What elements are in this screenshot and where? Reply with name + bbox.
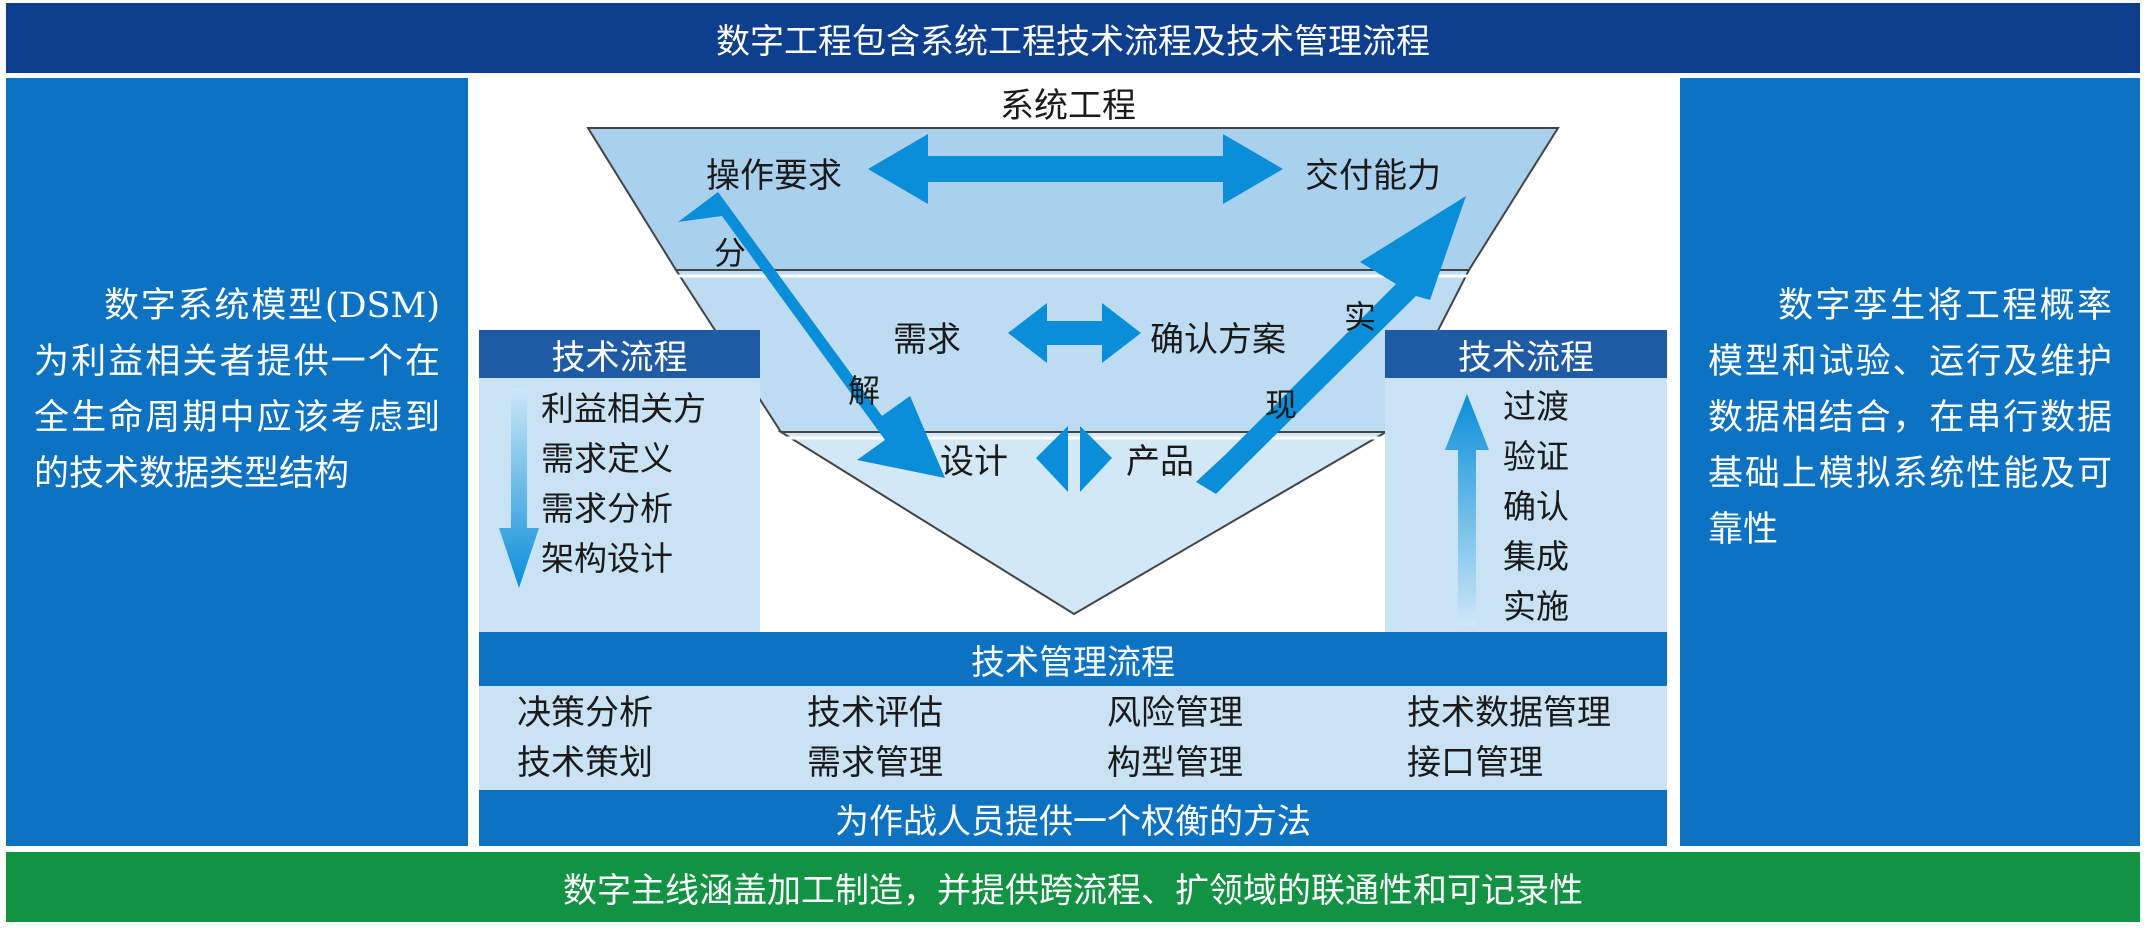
- tech-management-header: 技术管理流程: [479, 632, 1667, 686]
- list-item: 架构设计: [541, 539, 673, 578]
- list-item: 实施: [1503, 587, 1569, 626]
- mgmt-item: 决策分析: [517, 693, 653, 733]
- up-arrow-icon: [1445, 394, 1489, 626]
- operation-requirements-label: 操作要求: [706, 156, 842, 196]
- list-item: 确认: [1503, 487, 1569, 526]
- tech-management-footer: 为作战人员提供一个权衡的方法: [479, 790, 1667, 846]
- right-panel-digital-twin: 数字孪生将工程概率模型和试验、运行及维护数据相结合，在串行数据基础上模拟系统性能…: [1680, 78, 2140, 846]
- mgmt-item: 需求管理: [807, 743, 943, 783]
- realize-char-2: 现: [1265, 386, 1298, 424]
- tech-process-right-title: 技术流程: [1458, 337, 1594, 378]
- tech-management-footer-text: 为作战人员提供一个权衡的方法: [835, 801, 1311, 842]
- list-item: 集成: [1503, 537, 1569, 576]
- double-arrow-level2: [1008, 303, 1141, 363]
- double-arrow-level3-right: [1080, 426, 1112, 492]
- product-label: 产品: [1126, 442, 1194, 482]
- decompose-char-1: 分: [714, 234, 747, 272]
- mgmt-item: 接口管理: [1407, 743, 1543, 783]
- mgmt-item: 技术评估: [807, 693, 943, 733]
- requirements-label: 需求: [893, 320, 961, 360]
- validation-scheme-label: 确认方案: [1150, 320, 1286, 360]
- v-model-title: 系统工程: [1000, 86, 1136, 126]
- mgmt-item: 技术数据管理: [1407, 693, 1611, 733]
- list-item: 过渡: [1503, 387, 1569, 426]
- bottom-banner: 数字主线涵盖加工制造，并提供跨流程、扩领域的联通性和可记录性: [6, 852, 2140, 922]
- decompose-arrow: [678, 192, 945, 478]
- realize-arrow: [1196, 196, 1466, 494]
- v-model-diagram: [586, 127, 1560, 616]
- double-arrow-level3-left: [1036, 426, 1068, 492]
- tech-process-left-panel: 利益相关方 需求定义 需求分析 架构设计: [479, 378, 760, 632]
- mgmt-item: 构型管理: [1107, 743, 1243, 783]
- down-arrow-icon: [499, 388, 539, 588]
- top-banner: 数字工程包含系统工程技术流程及技术管理流程: [6, 3, 2140, 73]
- list-item: 需求分析: [541, 489, 673, 528]
- left-panel-dsm: 数字系统模型(DSM)为利益相关者提供一个在全生命周期中应该考虑到的技术数据类型…: [6, 78, 468, 846]
- list-item: 需求定义: [541, 439, 673, 478]
- tech-process-right-header: 技术流程: [1385, 330, 1667, 378]
- mgmt-item: 技术策划: [517, 743, 653, 783]
- list-item: 利益相关方: [541, 389, 706, 428]
- mgmt-item: 风险管理: [1107, 693, 1243, 733]
- tech-process-left-title: 技术流程: [551, 337, 688, 378]
- tech-management-panel: 决策分析 技术评估 风险管理 技术数据管理 技术策划 需求管理 构型管理 接口管…: [479, 686, 1667, 790]
- tech-process-left-header: 技术流程: [479, 330, 760, 378]
- left-panel-text: 数字系统模型(DSM)为利益相关者提供一个在全生命周期中应该考虑到的技术数据类型…: [34, 286, 440, 494]
- design-label: 设计: [940, 442, 1008, 482]
- delivery-capability-label: 交付能力: [1305, 156, 1441, 196]
- decompose-char-2: 解: [848, 372, 881, 410]
- top-banner-text: 数字工程包含系统工程技术流程及技术管理流程: [716, 21, 1430, 62]
- double-arrow-level1: [868, 134, 1283, 204]
- list-item: 验证: [1503, 437, 1569, 476]
- realize-char-1: 实: [1344, 298, 1377, 336]
- right-panel-text: 数字孪生将工程概率模型和试验、运行及维护数据相结合，在串行数据基础上模拟系统性能…: [1708, 286, 2112, 550]
- tech-process-right-panel: 过渡 验证 确认 集成 实施: [1385, 378, 1667, 632]
- tech-management-grid: 决策分析 技术评估 风险管理 技术数据管理 技术策划 需求管理 构型管理 接口管…: [517, 688, 1677, 788]
- tech-management-title: 技术管理流程: [971, 642, 1175, 683]
- bottom-banner-text: 数字主线涵盖加工制造，并提供跨流程、扩领域的联通性和可记录性: [563, 870, 1583, 911]
